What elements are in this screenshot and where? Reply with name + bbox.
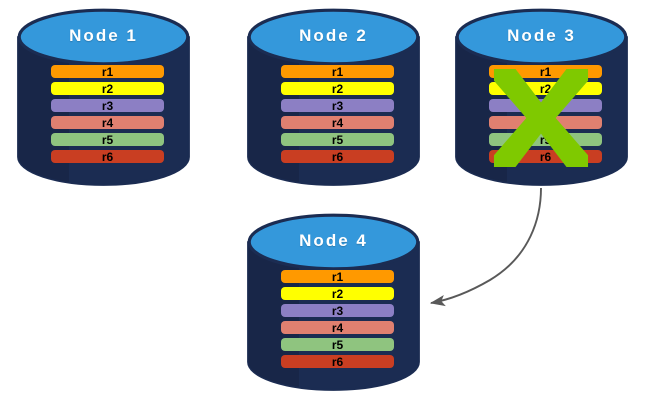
row-bar-r1[interactable]: r1 (281, 65, 394, 78)
row-bar-r5[interactable]: r5 (489, 133, 602, 146)
row-bar-label: r6 (539, 149, 552, 164)
row-bar-label: r5 (539, 132, 552, 147)
arrow-path (429, 187, 542, 307)
row-bar-r6[interactable]: r6 (281, 150, 394, 163)
row-bar-r2[interactable]: r2 (489, 82, 602, 95)
row-bar-label: r6 (331, 354, 344, 369)
row-bar-r6[interactable]: r6 (51, 150, 164, 163)
row-bar-r5[interactable]: r5 (281, 338, 394, 351)
row-bar-r2[interactable]: r2 (281, 82, 394, 95)
row-bar-r4[interactable]: r4 (489, 116, 602, 129)
row-bar-r3[interactable]: r3 (51, 99, 164, 112)
cylinder-top-cap (455, 8, 628, 66)
row-bar-label: r6 (101, 149, 114, 164)
row-bar-label: r2 (539, 81, 552, 96)
row-bar-r6[interactable]: r6 (489, 150, 602, 163)
row-bar-label: r3 (331, 98, 344, 113)
row-bar-r4[interactable]: r4 (281, 321, 394, 334)
row-bar-label: r2 (331, 81, 344, 96)
row-bar-r4[interactable]: r4 (51, 116, 164, 129)
row-bar-r3[interactable]: r3 (281, 304, 394, 317)
row-bar-label: r5 (101, 132, 114, 147)
row-bar-label: r2 (331, 286, 344, 301)
row-bar-label: r2 (101, 81, 114, 96)
row-bar-label: r3 (331, 303, 344, 318)
row-bar-label: r1 (539, 64, 552, 79)
row-bar-r1[interactable]: r1 (489, 65, 602, 78)
row-bar-r2[interactable]: r2 (51, 82, 164, 95)
row-bar-label: r1 (331, 64, 344, 79)
row-bar-label: r4 (101, 115, 114, 130)
row-bar-label: r3 (539, 98, 552, 113)
row-bar-label: r5 (331, 132, 344, 147)
row-bar-r5[interactable]: r5 (51, 133, 164, 146)
row-list: r1 r2 r3 r4 r5 r6 (281, 65, 394, 163)
row-list: r1 r2 r3 r4 r5 r6 (51, 65, 164, 163)
row-bar-r5[interactable]: r5 (281, 133, 394, 146)
cylinder-top-cap (247, 213, 420, 271)
cylinder-top-cap (17, 8, 190, 66)
row-bar-r4[interactable]: r4 (281, 116, 394, 129)
row-bar-r3[interactable]: r3 (489, 99, 602, 112)
cylinder-top-cap (247, 8, 420, 66)
row-list: r1 r2 r3 r4 r5 r6 (281, 270, 394, 368)
row-bar-label: r5 (331, 337, 344, 352)
row-bar-label: r4 (331, 115, 344, 130)
row-list: r1 r2 r3 r4 r5 r6 (489, 65, 602, 163)
row-bar-label: r4 (331, 320, 344, 335)
row-bar-label: r6 (331, 149, 344, 164)
row-bar-r1[interactable]: r1 (281, 270, 394, 283)
row-bar-r2[interactable]: r2 (281, 287, 394, 300)
row-bar-label: r3 (101, 98, 114, 113)
row-bar-label: r4 (539, 115, 552, 130)
row-bar-label: r1 (101, 64, 114, 79)
row-bar-r1[interactable]: r1 (51, 65, 164, 78)
row-bar-r6[interactable]: r6 (281, 355, 394, 368)
row-bar-r3[interactable]: r3 (281, 99, 394, 112)
row-bar-label: r1 (331, 269, 344, 284)
